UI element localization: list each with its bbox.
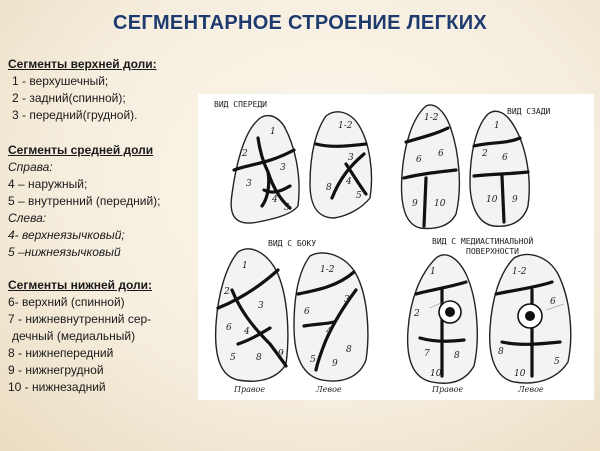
svg-text:5: 5	[356, 191, 362, 201]
lung-back-left: 1-2 6 6 9 10	[400, 104, 461, 230]
lung-back-right: 1 2 6 10 9	[469, 110, 530, 227]
caption-left-medial: Левое	[517, 385, 544, 394]
svg-text:10: 10	[430, 369, 442, 379]
svg-text:3: 3	[246, 179, 252, 189]
lung-side-right: 1 2 3 6 4 5 8 9 Правое	[214, 248, 289, 394]
label-back-view: ВИД СЗАДИ	[507, 107, 551, 116]
segment-legend: Сегменты верхней доли: 1 - верхушечный; …	[8, 56, 198, 396]
svg-text:1-2: 1-2	[338, 121, 353, 131]
svg-text:6: 6	[438, 149, 444, 159]
svg-text:1: 1	[242, 261, 248, 271]
lower-item-7: 7 - нижневнутренний сер-	[8, 312, 152, 326]
svg-text:6: 6	[550, 297, 556, 307]
svg-text:1-2: 1-2	[512, 267, 527, 277]
caption-right-side: Правое	[233, 385, 265, 394]
middle-lobe-header: Сегменты средней доли	[8, 143, 154, 157]
svg-text:4: 4	[325, 327, 332, 337]
middle-left-item-4: 4- верхнеязычковый;	[8, 228, 125, 242]
middle-left-label: Слева:	[8, 211, 47, 225]
svg-text:2: 2	[481, 149, 488, 159]
svg-text:9: 9	[332, 359, 338, 369]
svg-text:4: 4	[243, 327, 250, 337]
svg-text:5: 5	[230, 353, 236, 363]
svg-text:3: 3	[348, 153, 354, 163]
lung-segments-diagram: ВИД СПЕРЕДИ ВИД СЗАДИ ВИД С БОКУ ВИД С М…	[198, 94, 594, 400]
lung-drawings: ВИД СПЕРЕДИ ВИД СЗАДИ ВИД С БОКУ ВИД С М…	[214, 100, 572, 394]
lung-front-left: 1-2 3 4 5 8	[309, 111, 373, 219]
lung-front-right: 1 2 3 3 4 5	[230, 115, 300, 224]
svg-text:10: 10	[434, 199, 446, 209]
caption-left-side: Левое	[315, 385, 342, 394]
svg-text:7: 7	[424, 349, 430, 359]
svg-text:9: 9	[512, 195, 518, 205]
slide-title: СЕГМЕНТАРНОЕ СТРОЕНИЕ ЛЕГКИХ	[112, 12, 488, 34]
svg-text:10: 10	[486, 195, 498, 205]
svg-text:5: 5	[284, 203, 290, 213]
svg-text:5: 5	[310, 355, 316, 365]
svg-text:8: 8	[326, 183, 332, 193]
svg-text:1-2: 1-2	[424, 113, 439, 123]
svg-text:9: 9	[278, 349, 284, 359]
lower-item-6: 6- верхний (спинной)	[8, 295, 125, 309]
label-front-view: ВИД СПЕРЕДИ	[214, 100, 267, 109]
svg-text:9: 9	[412, 199, 418, 209]
svg-text:3: 3	[258, 301, 264, 311]
svg-text:3: 3	[280, 163, 286, 173]
lower-lobe-header: Сегменты нижней доли:	[8, 278, 153, 292]
svg-text:2: 2	[241, 149, 248, 159]
middle-left-item-5: 5 –нижнеязычковый	[8, 245, 121, 259]
svg-text:2: 2	[223, 287, 230, 297]
svg-text:5: 5	[554, 357, 560, 367]
upper-lobe-header: Сегменты верхней доли:	[8, 57, 157, 71]
svg-text:1: 1	[270, 127, 276, 137]
svg-text:8: 8	[454, 351, 460, 361]
svg-text:6: 6	[304, 307, 310, 317]
label-medial-view-2: ПОВЕРХНОСТИ	[466, 247, 519, 256]
svg-text:8: 8	[346, 345, 352, 355]
lower-item-10: 10 - нижнезадний	[8, 380, 106, 394]
lower-item-7-cont: дечный (медиальный)	[12, 329, 136, 343]
middle-right-item-4: 4 – наружный;	[8, 177, 88, 191]
svg-text:6: 6	[416, 155, 422, 165]
svg-text:4: 4	[271, 195, 278, 205]
middle-right-item-5: 5 – внутренний (передний);	[8, 194, 161, 208]
svg-text:3: 3	[344, 295, 350, 305]
svg-text:6: 6	[226, 323, 232, 333]
upper-item-1: 1 - верхушечный;	[12, 74, 109, 88]
lower-item-8: 8 - нижнепередний	[8, 346, 114, 360]
svg-text:4: 4	[345, 177, 352, 187]
label-side-view: ВИД С БОКУ	[268, 239, 316, 248]
svg-text:2: 2	[413, 309, 420, 319]
lung-medial-right: 1 2 7 8 10 Правое	[406, 254, 478, 394]
upper-item-3: 3 - передний(грудной).	[12, 108, 138, 122]
svg-text:8: 8	[498, 347, 504, 357]
svg-text:10: 10	[514, 369, 526, 379]
lung-side-left: 1-2 3 6 4 8 5 9 Левое	[293, 252, 369, 394]
label-medial-view-1: ВИД С МЕДИАСТИНАЛЬНОЙ	[432, 235, 533, 246]
lung-medial-left: 1-2 6 8 5 10 Левое	[489, 253, 572, 394]
lower-item-9: 9 - нижнегрудной	[8, 363, 104, 377]
svg-text:1-2: 1-2	[320, 265, 335, 275]
middle-right-label: Справа:	[8, 160, 53, 174]
svg-text:8: 8	[256, 353, 262, 363]
svg-text:6: 6	[502, 153, 508, 163]
caption-right-medial: Правое	[431, 385, 463, 394]
upper-item-2: 2 - задний(спинной);	[12, 91, 126, 105]
svg-text:1: 1	[430, 267, 436, 277]
svg-text:1: 1	[494, 121, 500, 131]
